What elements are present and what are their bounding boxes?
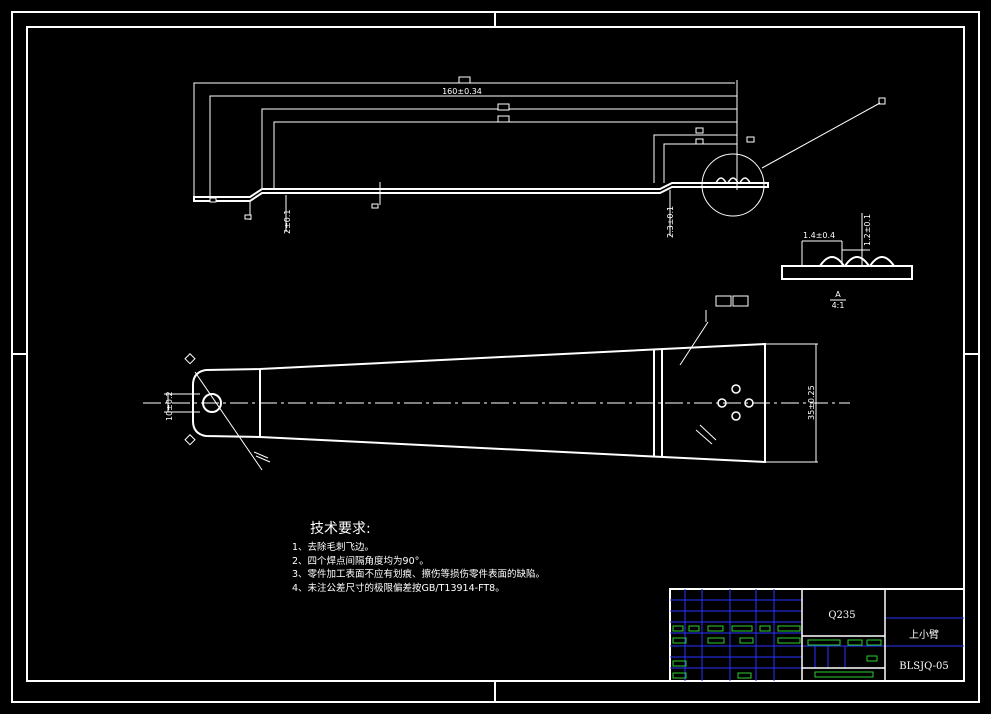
detail-scale-ratio: 4:1 [832, 301, 845, 310]
title-block: Q235 上小臂 BLSJQ-05 [669, 588, 965, 682]
detail-view-a: 1.4±0.4 1.2±0.1 A 4:1 [781, 213, 913, 310]
tech-req-item-2: 2、四个焊点间隔角度均为90°。 [292, 555, 429, 567]
detail-height-dim: 1.2±0.1 [863, 214, 872, 246]
tech-req-item-4: 4、未注公差尺寸的极限偏差按GB/T13914-FT8。 [292, 582, 505, 594]
side-view: 160±0.34 2±0.1 2.3±0.1 [193, 76, 886, 238]
detail-circle [701, 153, 765, 217]
thickness-right-dim: 2.3±0.1 [666, 206, 675, 238]
technical-requirements: 技术要求: 1、去除毛刺飞边。 2、四个焊点间隔角度均为90°。 3、零件加工表… [292, 521, 545, 594]
overall-length-dim: 160±0.34 [442, 87, 482, 96]
right-width-dim: 35±0.25 [807, 385, 816, 420]
tech-req-item-3: 3、零件加工表面不应有划痕、擦伤等损伤零件表面的缺陷。 [292, 568, 545, 580]
pivot-hole [202, 393, 222, 413]
tech-req-title: 技术要求: [310, 521, 371, 537]
hole-spacing-dim: 10±0.2 [165, 391, 174, 421]
material-label: Q235 [828, 610, 855, 621]
detail-scale-label: A [835, 290, 841, 299]
tech-req-item-1: 1、去除毛刺飞边。 [292, 541, 374, 553]
weld-points [717, 384, 754, 421]
drawing-number-label: BLSJQ-05 [899, 661, 949, 672]
part-name-label: 上小臂 [909, 628, 939, 641]
plan-view: 10±0.2 35±0.25 [143, 295, 850, 471]
thickness-left-dim: 2±0.1 [283, 209, 292, 234]
detail-width-dim: 1.4±0.4 [803, 231, 835, 240]
centering-marks [12, 12, 979, 702]
